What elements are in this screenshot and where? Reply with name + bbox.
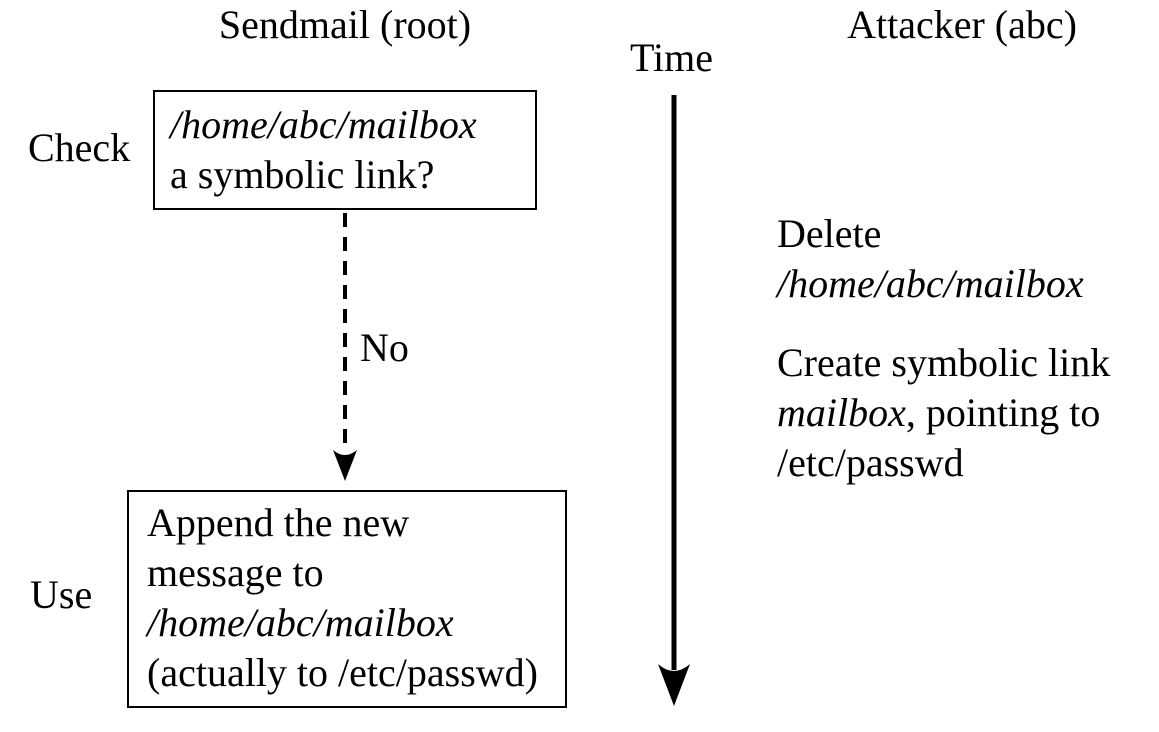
check-box-path: /home/abc/mailbox: [170, 102, 477, 147]
use-box: Append the new message to /home/abc/mail…: [127, 490, 567, 708]
time-label: Time: [630, 35, 714, 80]
attacker-action-symlink-line3: /etc/passwd: [777, 440, 964, 485]
time-arrow: [658, 95, 690, 706]
use-box-line4: (actually to /etc/passwd): [147, 650, 538, 695]
attacker-action-delete: Delete /home/abc/mailbox: [777, 209, 1084, 309]
sendmail-column-header: Sendmail (root): [218, 2, 472, 47]
attacker-action-symlink-line1: Create symbolic link: [777, 340, 1111, 385]
check-box: /home/abc/mailbox a symbolic link?: [153, 90, 537, 210]
check-box-question: a symbolic link?: [170, 152, 435, 197]
use-box-line1: Append the new: [147, 500, 410, 545]
no-branch-label: No: [360, 325, 409, 370]
attacker-action-symlink: Create symbolic link mailbox, pointing t…: [777, 338, 1110, 488]
use-box-path: /home/abc/mailbox: [147, 600, 454, 645]
use-box-line2: message to: [147, 550, 324, 595]
attacker-column-header: Attacker (abc): [847, 2, 1077, 47]
use-step-label: Use: [30, 572, 93, 617]
attacker-action-symlink-after-italic: , pointing to: [905, 390, 1101, 435]
attacker-action-delete-path: /home/abc/mailbox: [777, 261, 1084, 306]
check-step-label: Check: [28, 125, 131, 170]
attacker-action-symlink-italic: mailbox: [777, 390, 906, 435]
no-branch-arrow: [333, 213, 357, 481]
attacker-action-delete-line1: Delete: [777, 211, 882, 256]
attacker-action-symlink-line2: mailbox, pointing to: [777, 388, 1110, 438]
